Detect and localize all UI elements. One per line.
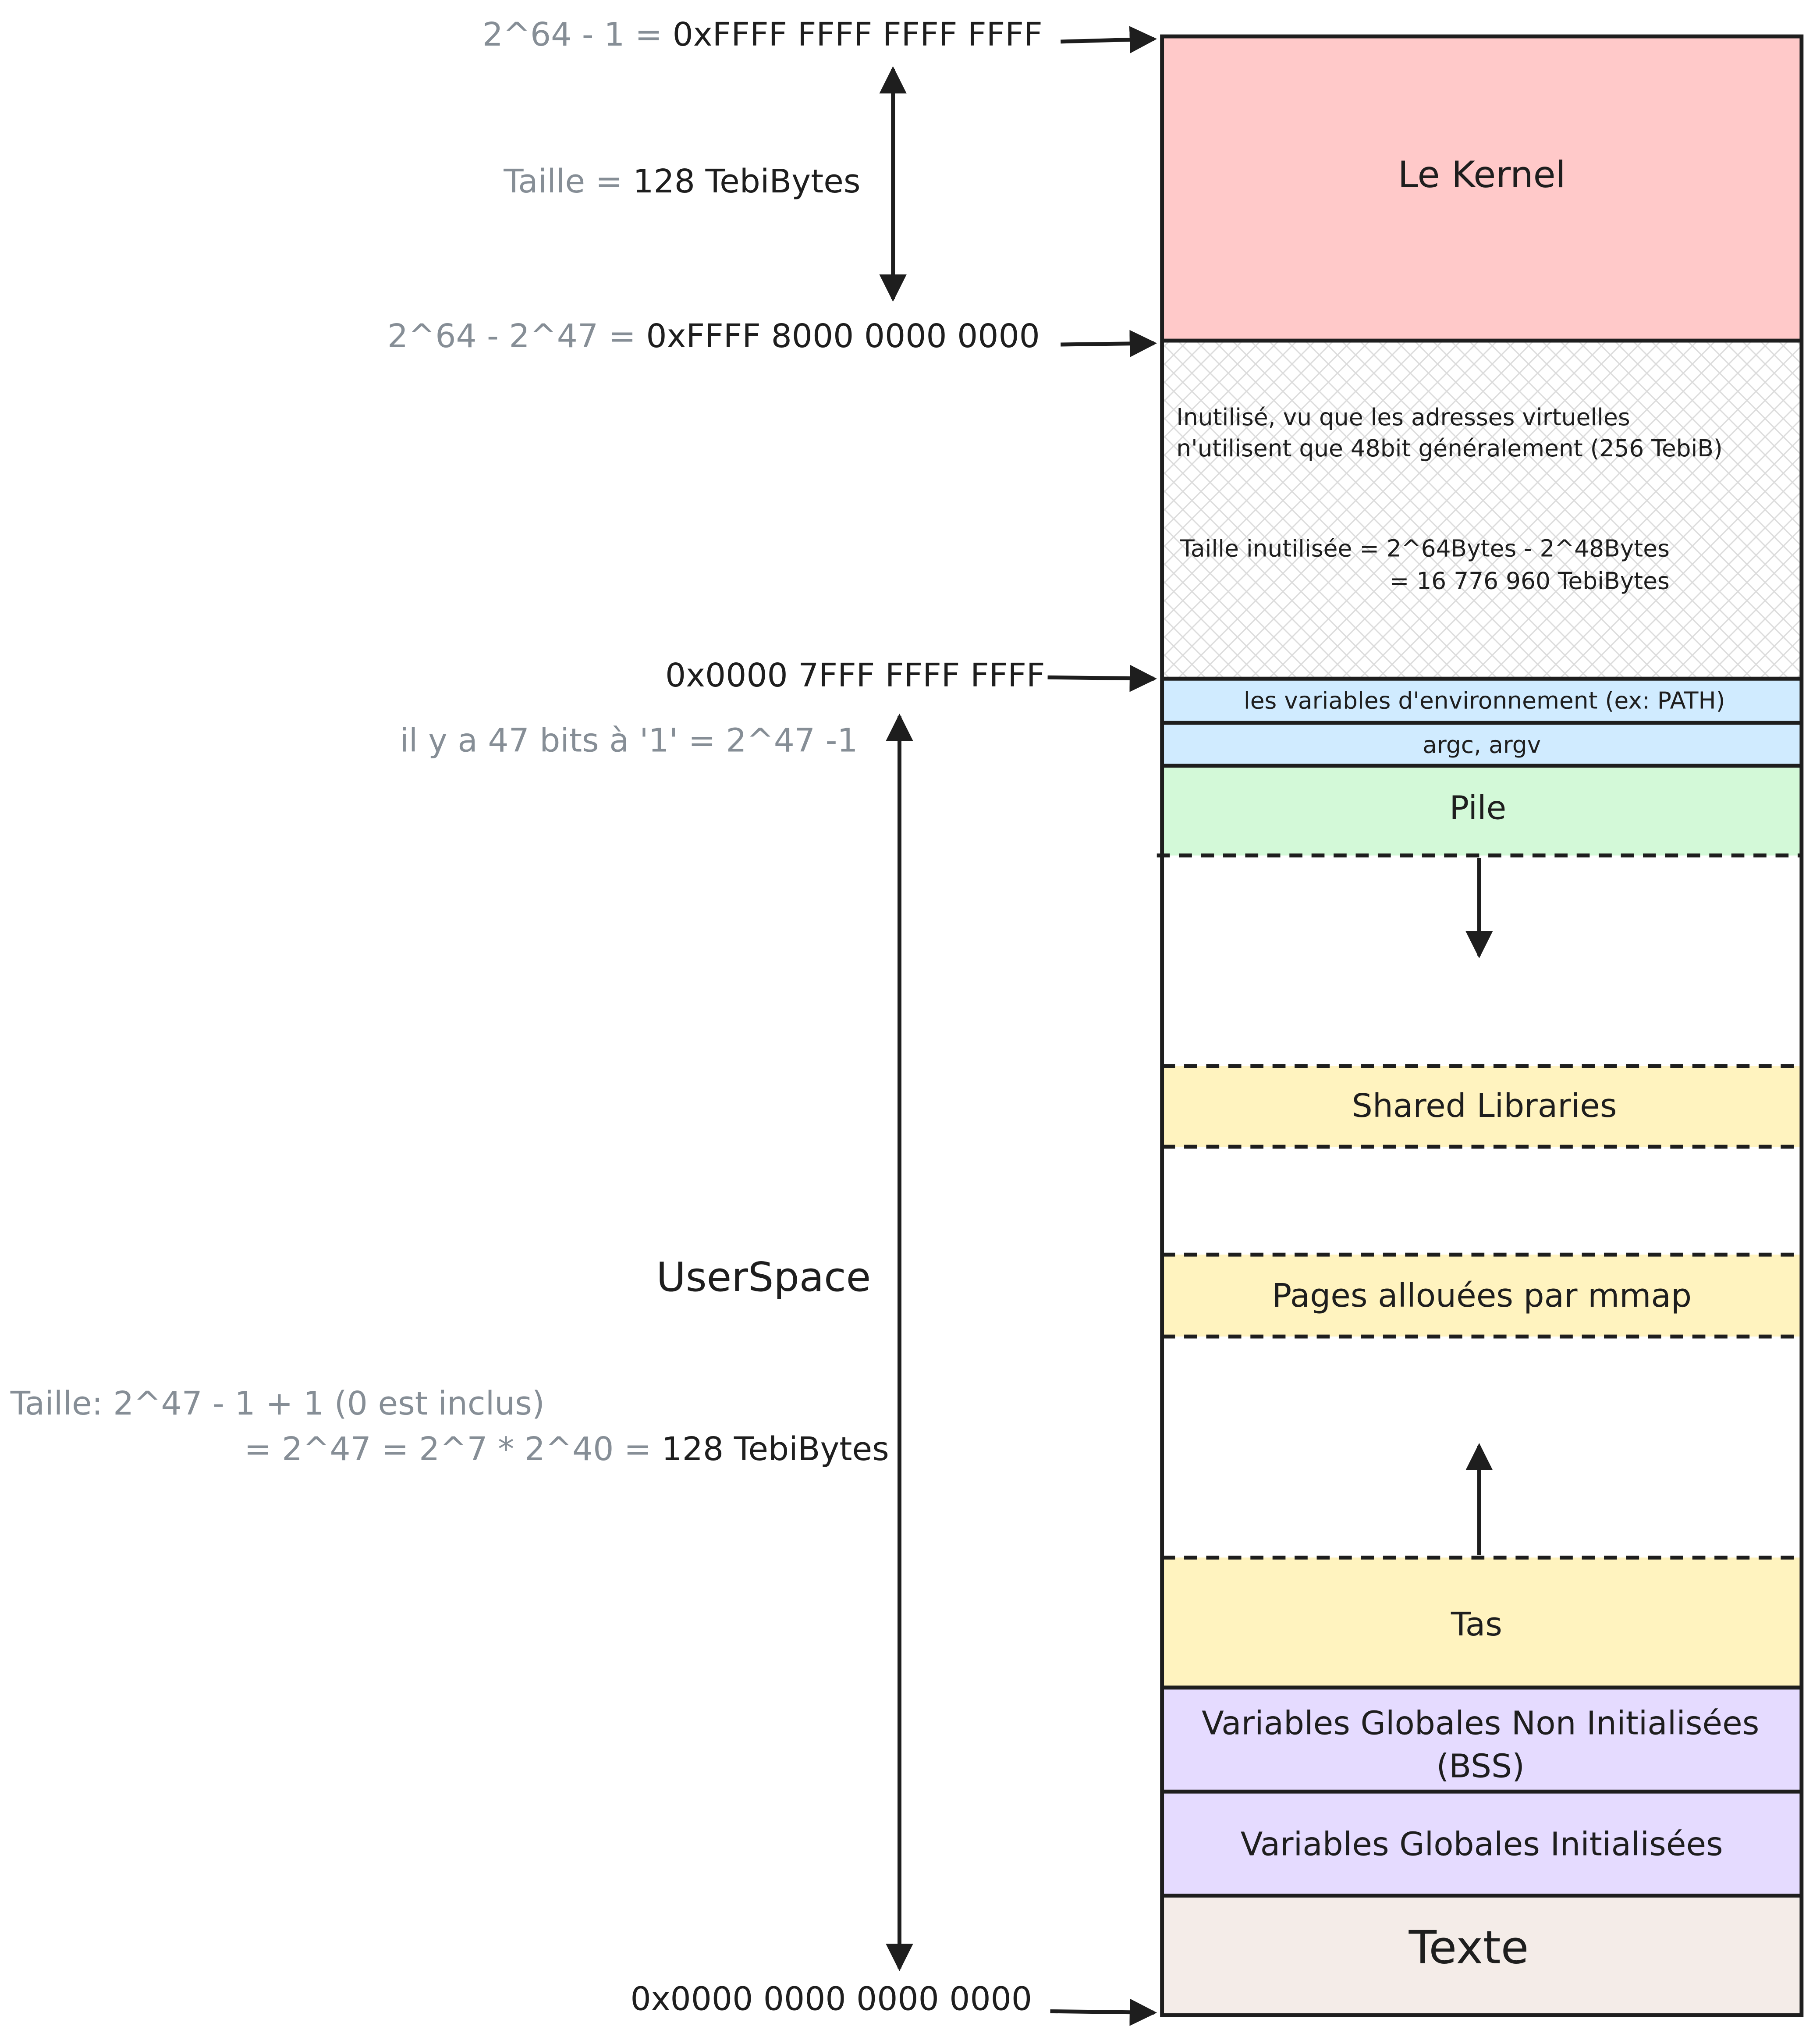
bits-note: il y a 47 bits à '1' = 2^47 -1 (400, 722, 858, 759)
address-kernel-start-label: 2^64 - 2^47 = 0xFFFF 8000 0000 0000 (387, 317, 1040, 355)
data-segment (1162, 1792, 1802, 1896)
kernel-segment (1162, 36, 1802, 341)
mmap-segment (1162, 1255, 1802, 1337)
kernel-size-label: Taille = 128 TebiBytes (503, 163, 860, 200)
data-segment-label: Variables Globales Initialisées (1241, 1825, 1723, 1863)
bss-segment-label-line1: Variables Globales Non Initialisées (1202, 1705, 1759, 1742)
args-segment (1162, 723, 1802, 766)
userspace-size-line2: = 2^47 = 2^7 * 2^40 = 128 TebiBytes (245, 1430, 889, 1468)
unused-segment (1162, 341, 1802, 679)
shared-libraries-segment (1162, 1066, 1802, 1147)
bss-segment (1162, 1687, 1802, 1792)
userspace-size-line1: Taille: 2^47 - 1 + 1 (0 est inclus) (10, 1385, 545, 1422)
pointer-arrow-bottom (1050, 1998, 1157, 2026)
solid-separators (1162, 338, 1802, 1898)
address-bottom-label: 0x0000 0000 0000 0000 (631, 1980, 1032, 2018)
pointer-arrow-kernel-start (1061, 330, 1157, 357)
stack-segment (1162, 765, 1802, 856)
unused-size-line2: = 16 776 960 TebiBytes (1390, 567, 1670, 595)
memory-column-border (1160, 34, 1804, 2017)
unused-note-line1: Inutilisé, vu que les adresses virtuelle… (1176, 403, 1630, 431)
shared-libraries-label: Shared Libraries (1352, 1087, 1617, 1125)
pointer-arrow-top (1061, 26, 1157, 53)
kernel-segment-label: Le Kernel (1398, 153, 1566, 196)
pointer-arrow-user-top (1047, 665, 1157, 692)
text-segment (1162, 1895, 1802, 2016)
text-segment-label: Texte (1408, 1922, 1529, 1974)
stack-segment-label: Pile (1449, 789, 1506, 827)
heap-segment (1162, 1557, 1802, 1688)
args-segment-label: argc, argv (1423, 731, 1541, 758)
dashed-separators (1157, 853, 1802, 1560)
bss-segment-label-line2: (BSS) (1437, 1748, 1525, 1785)
address-user-top-label: 0x0000 7FFF FFFF FFFF (665, 657, 1045, 694)
mmap-segment-label: Pages allouées par mmap (1272, 1277, 1692, 1315)
env-segment (1162, 679, 1802, 723)
env-segment-label: les variables d'environnement (ex: PATH) (1244, 686, 1725, 714)
heap-segment-label: Tas (1451, 1606, 1502, 1643)
unused-size-line1: Taille inutilisée = 2^64Bytes - 2^48Byte… (1180, 534, 1670, 562)
address-top-label: 2^64 - 1 = 0xFFFF FFFF FFFF FFFF (482, 16, 1043, 53)
userspace-label: UserSpace (656, 1254, 871, 1301)
address-pointer-arrows (1047, 26, 1157, 2026)
unused-note-line2: n'utilisent que 48bit généralement (256 … (1176, 434, 1723, 462)
